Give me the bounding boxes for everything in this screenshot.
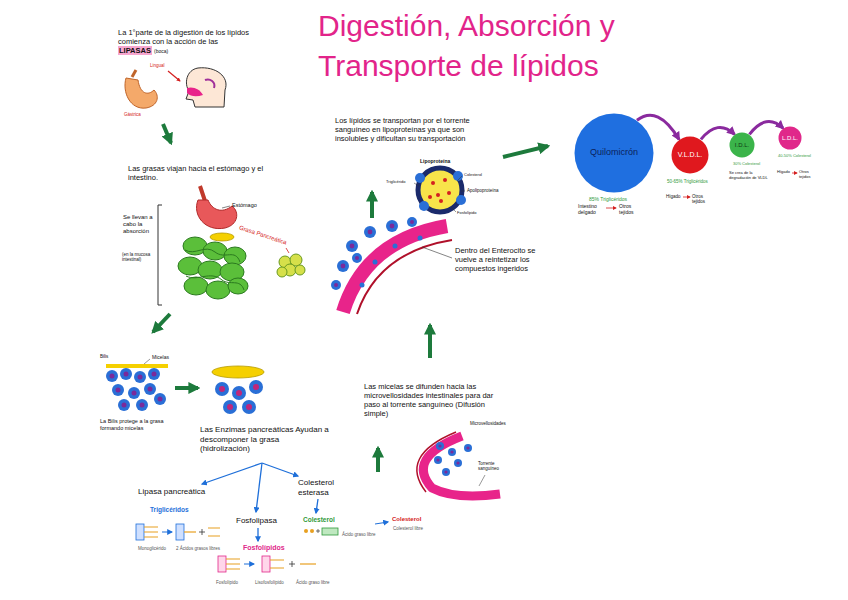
label: Gástrica	[124, 112, 141, 117]
circle-outline	[730, 133, 755, 158]
label: Fosfolipasa	[236, 516, 277, 526]
label: Otros tejidos	[692, 194, 714, 205]
node-text-wrap: V.L.D.L.	[671, 136, 709, 174]
label: Ácido graso libre	[342, 532, 376, 537]
label: Lipasa pancreática	[138, 487, 205, 497]
label: Se llevan a cabo la absorción	[123, 214, 157, 236]
text-group: La 1°parte de la digestión de los lípido…	[118, 28, 252, 55]
label: Bilis	[100, 354, 108, 359]
flow-arrow	[428, 325, 432, 358]
circle-outline	[672, 137, 709, 174]
flow-arrow	[163, 124, 171, 143]
label: Las micelas se difunden hacia las microv…	[364, 382, 502, 418]
label: 2 Ácidos grasos libres	[176, 546, 220, 551]
label: Triglicérido	[386, 180, 405, 185]
label: Hígado	[777, 170, 790, 175]
label: 85% Triglicéridos	[589, 196, 627, 202]
flow-arrow	[175, 386, 198, 390]
lipoprotein-illustration	[414, 168, 466, 212]
circle-outline	[575, 114, 654, 193]
label: Las Enzimas pancreáticas Ayudan a descom…	[200, 425, 330, 454]
flow-arrow	[503, 146, 548, 157]
label: Apolipoproteína	[467, 188, 499, 193]
node-text-wrap: Quilomicrón	[574, 113, 654, 193]
label: La 1°parte de la digestión de los lípido…	[118, 28, 249, 46]
label: Colesterol	[464, 173, 482, 178]
formula-triglyceride	[136, 524, 220, 540]
label: Torrente sanguíneo	[478, 461, 508, 472]
label: LIPASAS	[118, 46, 152, 55]
label: Los lípidos se transportan por el torren…	[335, 116, 497, 143]
lipoprotein-circle: V.L.D.L.	[671, 136, 709, 174]
label: (boca)	[154, 48, 168, 54]
flow-arrow	[370, 192, 374, 218]
label: Dentro del Enterocito se vuelve a reinte…	[455, 246, 539, 273]
label: Fosfolípidos	[243, 544, 285, 552]
lipoprotein-circle: Quilomicrón	[574, 113, 654, 193]
node-label: Quilomicrón	[590, 148, 638, 158]
label: Colesterol	[303, 516, 335, 524]
label: Lisofosfolípido	[255, 580, 284, 585]
digestive-illustration	[158, 186, 305, 305]
label: Lingual	[150, 63, 165, 68]
label: Las grasas viajan hacia el estómago y el…	[128, 164, 268, 182]
label: Colesterol esterasa	[298, 478, 356, 497]
label: Micelas	[152, 354, 169, 360]
label: Colesterol libre	[393, 526, 423, 531]
label: 30% Colesterol	[733, 162, 760, 167]
flow-connector	[701, 127, 735, 139]
label: Intestino delgado	[578, 203, 604, 215]
label: La Bilis protege a la grasa formando mic…	[100, 418, 180, 431]
label: (en la mucosa intestinal)	[122, 252, 158, 263]
label: Lipoproteína	[420, 158, 450, 164]
label: Microvellosidades	[470, 421, 506, 426]
label: 50-65% Triglicéridos	[667, 179, 708, 184]
flow-connector	[749, 121, 783, 134]
branch-arrows	[202, 463, 318, 541]
node-label: L.D.L.	[782, 135, 798, 142]
node-text-wrap: L.D.L.	[778, 126, 802, 150]
label: Otros tejidos	[619, 203, 641, 215]
label: Monoglicérido	[138, 546, 166, 551]
lipoprotein-circle: L.D.L.	[778, 126, 802, 150]
mouth-illustration	[125, 68, 226, 108]
node-label: V.L.D.L.	[678, 151, 703, 159]
label: Hígado	[666, 194, 681, 199]
label: 40-50% Colesterol	[778, 154, 811, 159]
flow-arrow	[376, 448, 380, 472]
label: Colesterol	[392, 516, 421, 523]
flow-arrow	[153, 314, 170, 332]
label: Fosfolípido	[216, 580, 238, 585]
node-text-wrap: I.D.L.	[729, 132, 755, 158]
circle-outline	[779, 127, 802, 150]
diagram-title: Digestión, Absorción y Transporte de líp…	[318, 6, 718, 86]
enzyme-illustration	[212, 366, 264, 414]
label: Ácido graso libre	[296, 580, 330, 585]
label: Se crea de la degradación de VLDL	[729, 171, 771, 181]
label: Otros tejidos	[799, 170, 821, 180]
lipoprotein-circle: I.D.L.	[729, 132, 755, 158]
label: Estómago	[232, 202, 257, 209]
node-label: I.D.L.	[735, 142, 749, 149]
enterocyte-illustration	[331, 217, 452, 314]
micelle-illustration	[106, 359, 168, 411]
formula-phospholipid	[218, 556, 316, 572]
label: Grasa Pancreática	[238, 224, 287, 246]
label: Triglicéridos	[150, 506, 189, 514]
label: Fosfolípido	[457, 211, 477, 216]
